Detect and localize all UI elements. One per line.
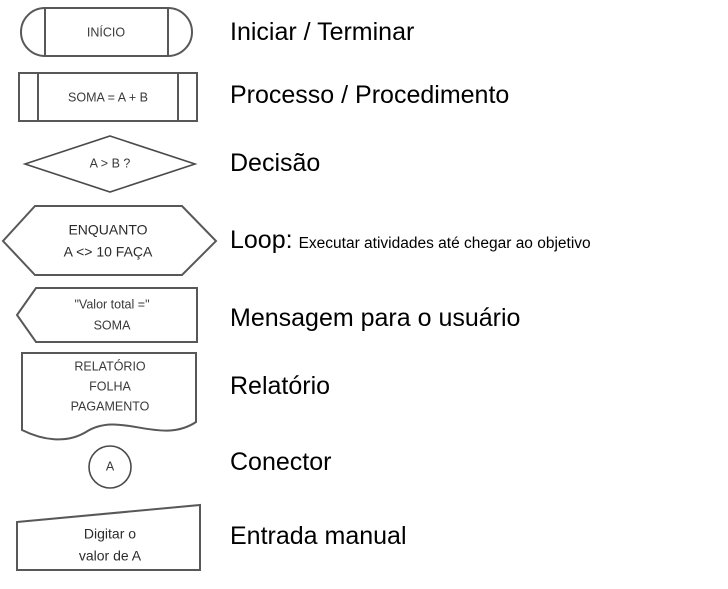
- legend-row-decision: A > B ? Decisão: [0, 130, 728, 202]
- legend-label-loop: Loop:: [230, 226, 293, 254]
- legend-label-loop-description: Executar atividades até chegar ao objeti…: [298, 235, 591, 252]
- legend-label-relatorio: Relatório: [230, 372, 331, 400]
- legend-row-connector: A Conector: [0, 438, 728, 502]
- legend-label-processo-procedimento: Processo / Procedimento: [230, 81, 510, 109]
- legend-label-conector: Conector: [230, 448, 332, 476]
- shape-loop-text-line1: ENQUANTO: [68, 222, 147, 238]
- legend-row-report: RELATÓRIO FOLHA PAGAMENTO Relatório: [0, 350, 728, 441]
- legend-label-loop-group: Loop: Executar atividades até chegar ao o…: [230, 228, 591, 253]
- shape-display-message: "Valor total =" SOMA: [0, 282, 222, 350]
- shape-loop-text-line2: A <> 10 FAÇA: [64, 244, 153, 260]
- legend-row-manual-input: Digitar o valor de A Entrada manual: [0, 502, 728, 589]
- shape-manual-input-text-line2: valor de A: [79, 548, 142, 564]
- shape-document-text-line3: PAGAMENTO: [71, 399, 150, 413]
- shape-terminator: INÍCIO: [0, 0, 222, 64]
- legend-label-entrada-manual: Entrada manual: [230, 522, 407, 550]
- shape-process-text: SOMA = A + B: [68, 90, 148, 104]
- legend-row-terminator: INÍCIO Iniciar / Terminar: [0, 0, 728, 64]
- shape-connector-circle: A: [0, 438, 222, 502]
- legend-label-decisao: Decisão: [230, 149, 321, 177]
- shape-predefined-process: SOMA = A + B: [0, 64, 222, 130]
- shape-connector-text: A: [106, 459, 115, 473]
- shape-manual-input-text-line1: Digitar o: [84, 526, 136, 542]
- legend-row-loop: ENQUANTO A <> 10 FAÇA Loop: Executar ativ…: [0, 202, 728, 282]
- shape-document-text-line1: RELATÓRIO: [74, 358, 146, 373]
- shape-decision: A > B ?: [0, 130, 222, 202]
- shape-manual-input: Digitar o valor de A: [0, 502, 222, 589]
- legend-row-message: "Valor total =" SOMA Mensagem para o usu…: [0, 282, 728, 350]
- shape-message-text-line1: "Valor total =": [75, 297, 150, 311]
- shape-document-text-line2: FOLHA: [89, 379, 131, 393]
- shape-loop-hexagon: ENQUANTO A <> 10 FAÇA: [0, 202, 222, 282]
- legend-label-mensagem-usuario: Mensagem para o usuário: [230, 304, 521, 332]
- shape-document: RELATÓRIO FOLHA PAGAMENTO: [0, 350, 222, 441]
- shape-decision-text: A > B ?: [90, 156, 131, 170]
- shape-terminator-text: INÍCIO: [87, 24, 125, 39]
- legend-row-process: SOMA = A + B Processo / Procedimento: [0, 64, 728, 130]
- shape-message-text-line2: SOMA: [94, 318, 131, 332]
- legend-label-iniciar-terminar: Iniciar / Terminar: [230, 18, 415, 46]
